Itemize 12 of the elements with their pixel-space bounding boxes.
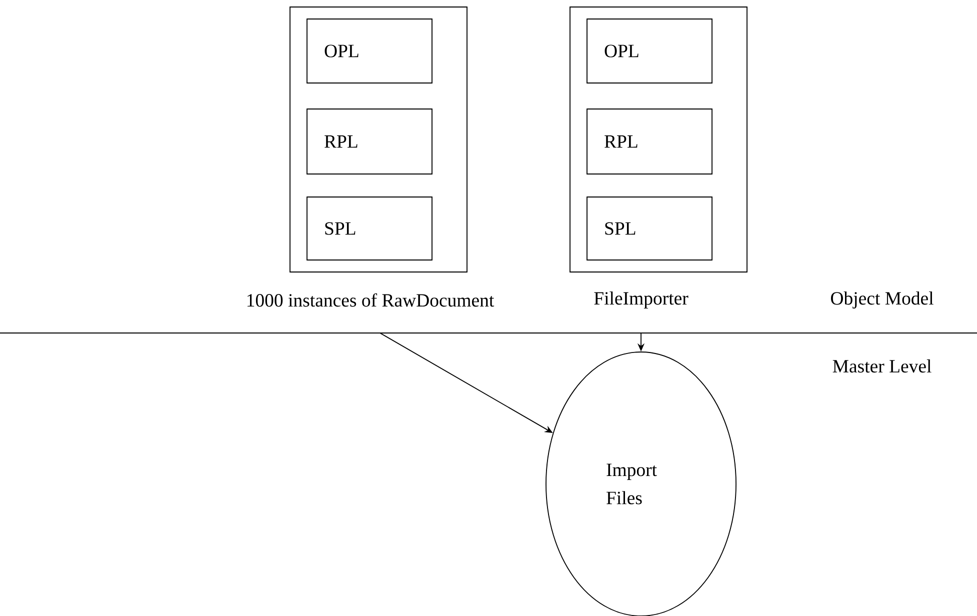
component-box: OPL	[306, 18, 432, 84]
component-box: SPL	[586, 196, 712, 260]
component-caption: FileImporter	[594, 292, 688, 308]
component-box: OPL	[586, 18, 712, 84]
level-label: Object Model	[831, 292, 934, 308]
component-box: RPL	[306, 108, 432, 174]
level-label: Master Level	[832, 359, 932, 373]
container-box	[290, 6, 468, 272]
component-box: SPL	[306, 196, 432, 260]
component-caption: 1000 instances of RawDocument	[248, 293, 494, 307]
component-box: RPL	[586, 108, 712, 174]
container-box	[570, 6, 748, 272]
